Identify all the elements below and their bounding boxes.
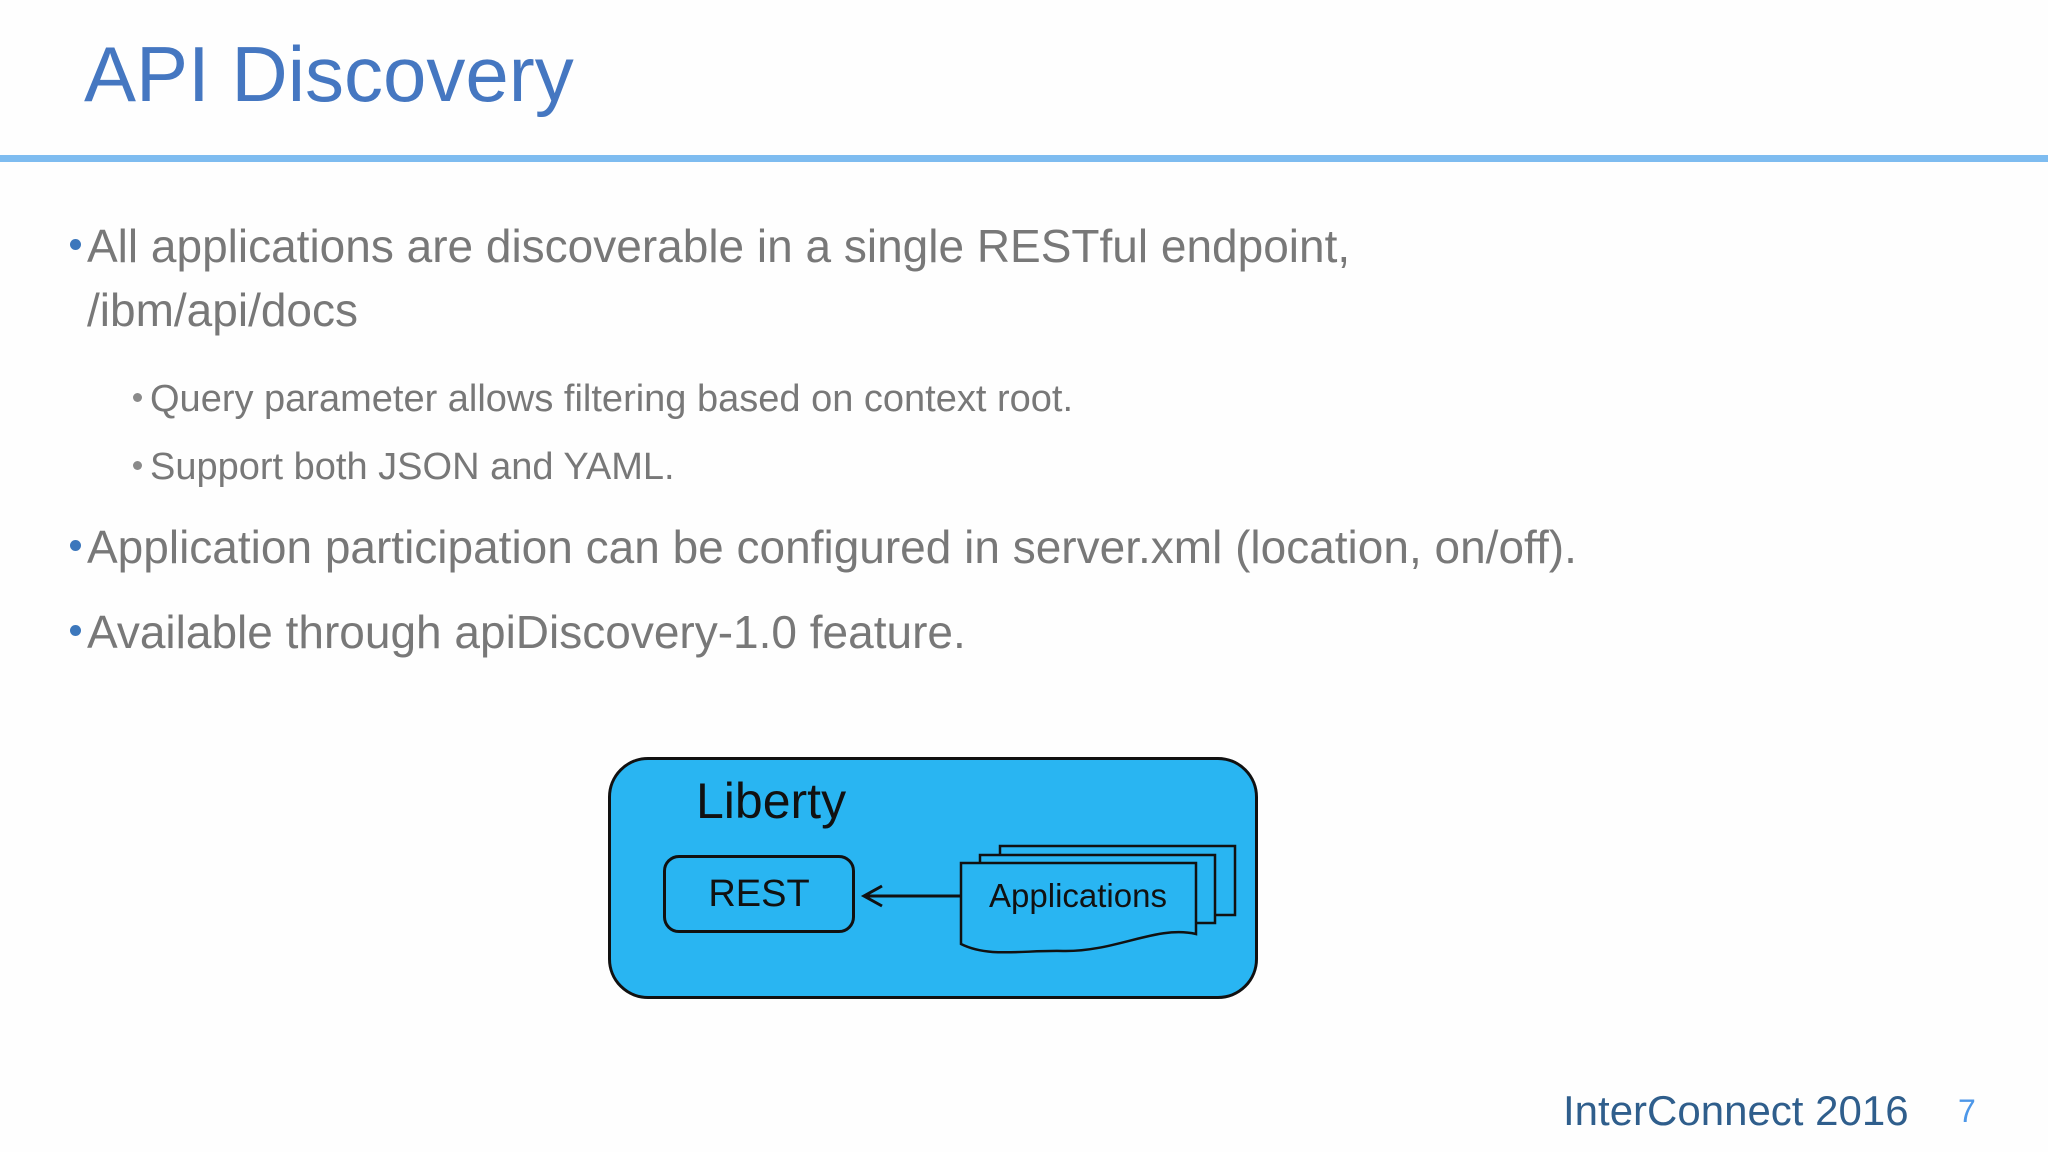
- sub-bullet-text: Support both JSON and YAML.: [150, 446, 675, 488]
- applications-stack: Applications: [860, 844, 1237, 954]
- sub-bullet-item: Query parameter allows filtering based o…: [70, 372, 2020, 426]
- page-number: 7: [1958, 1093, 1976, 1129]
- bullet-item: All applications are discoverable in a s…: [70, 214, 2020, 342]
- liberty-label: Liberty: [696, 773, 847, 829]
- sub-bullet-marker-icon: [133, 393, 142, 402]
- bullet-text: Available through apiDiscovery-1.0 featu…: [87, 606, 966, 658]
- bullet-item: Available through apiDiscovery-1.0 featu…: [70, 600, 2020, 664]
- bullet-marker-icon: [70, 540, 81, 551]
- bullet-item: Application participation can be configu…: [70, 515, 2020, 579]
- document-icon: [959, 861, 1198, 954]
- footer-brand: InterConnect 2016: [1563, 1087, 1909, 1134]
- liberty-container: Liberty Applications REST: [608, 757, 1258, 999]
- title-divider: [0, 155, 2048, 162]
- arrowhead-icon: [860, 884, 883, 908]
- applications-label: Applications: [989, 877, 1167, 914]
- sub-bullet-marker-icon: [133, 461, 142, 470]
- sub-bullet-item: Support both JSON and YAML.: [70, 440, 2020, 494]
- bullet-marker-icon: [70, 239, 81, 250]
- bullet-text: All applications are discoverable in a s…: [87, 220, 1351, 336]
- bullet-marker-icon: [70, 625, 81, 636]
- sub-bullet-text: Query parameter allows filtering based o…: [150, 378, 1074, 420]
- page-title: API Discovery: [84, 30, 574, 118]
- rest-box: REST: [663, 855, 855, 933]
- rest-label: REST: [708, 872, 810, 915]
- bullet-text: Application participation can be configu…: [87, 521, 1577, 573]
- bullet-list: All applications are discoverable in a s…: [70, 214, 2020, 664]
